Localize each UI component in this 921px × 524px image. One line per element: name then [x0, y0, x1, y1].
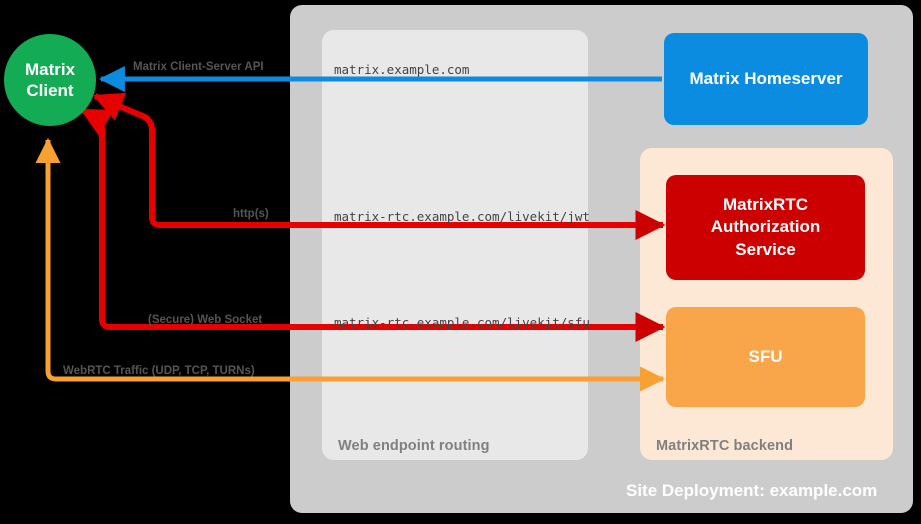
url-label-matrix-homeserver: matrix.example.com — [334, 62, 470, 77]
edge-label-webrtc-traffic: WebRTC Traffic (UDP, TCP, TURNs) — [63, 365, 255, 377]
matrixrtc-auth-label: MatrixRTC Authorization Service — [711, 194, 821, 260]
edge-label-client-server-api: Matrix Client-Server API — [133, 61, 264, 73]
url-label-livekit-jwt: matrix-rtc.example.com/livekit/jwt — [334, 209, 590, 224]
node-matrix-client[interactable]: Matrix Client — [4, 34, 96, 126]
node-matrixrtc-authorization-service[interactable]: MatrixRTC Authorization Service — [666, 175, 865, 280]
edge-livekit-sfu — [79, 107, 666, 342]
url-label-livekit-sfu: matrix-rtc.example.com/livekit/sfu — [334, 315, 590, 330]
matrixrtc-auth-label-line3: Service — [735, 239, 796, 259]
web-endpoint-routing-panel — [322, 30, 588, 460]
node-matrix-homeserver[interactable]: Matrix Homeserver — [664, 33, 868, 125]
matrix-client-label-line1: Matrix — [24, 59, 76, 79]
caption-matrixrtc-backend: MatrixRTC backend — [656, 438, 794, 454]
edge-livekit-jwt — [92, 92, 666, 240]
matrix-client-label: Matrix Client — [25, 59, 75, 102]
edge-webrtc-media — [35, 137, 666, 392]
caption-site-deployment: Site Deployment: example.com — [626, 481, 878, 500]
caption-web-endpoint-routing: Web endpoint routing — [338, 438, 490, 454]
matrix-homeserver-label: Matrix Homeserver — [689, 69, 843, 88]
matrixrtc-auth-label-line2: Authorization — [710, 217, 821, 237]
matrixrtc-auth-label-line1: MatrixRTC — [722, 195, 808, 215]
node-sfu[interactable]: SFU — [666, 307, 865, 407]
edge-label-web-socket: (Secure) Web Socket — [148, 314, 263, 326]
edge-label-https: http(s) — [233, 208, 269, 220]
matrix-client-label-line2: Client — [26, 81, 74, 100]
sfu-label: SFU — [748, 347, 783, 366]
